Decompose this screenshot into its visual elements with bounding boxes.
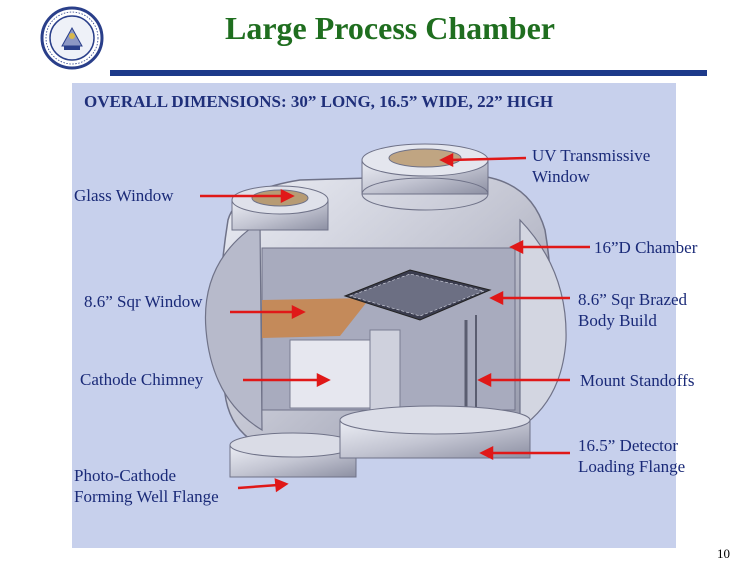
label-16d-chamber: 16”D Chamber	[594, 238, 698, 257]
label-cathode-chimney: Cathode Chimney	[80, 370, 204, 389]
label-glass-window: Glass Window	[74, 186, 174, 205]
label-photocathode-flange: Photo-Cathode Forming Well Flange	[74, 466, 219, 506]
label-sqr-window: 8.6” Sqr Window	[84, 292, 203, 311]
overall-dimensions: OVERALL DIMENSIONS: 30” LONG, 16.5” WIDE…	[84, 92, 554, 111]
label-sqr-brazed-body: 8.6” Sqr Brazed Body Build	[578, 290, 688, 330]
label-mount-standoffs: Mount Standoffs	[580, 371, 695, 390]
label-detector-flange: 16.5” Detector Loading Flange	[578, 436, 686, 476]
label-uv-window: UV Transmissive Window	[532, 146, 651, 186]
university-seal-icon	[40, 6, 104, 70]
slide-title: Large Process Chamber	[225, 10, 555, 46]
cathode-window	[262, 298, 370, 338]
page-number: 10	[717, 546, 730, 561]
title-divider	[110, 70, 707, 76]
